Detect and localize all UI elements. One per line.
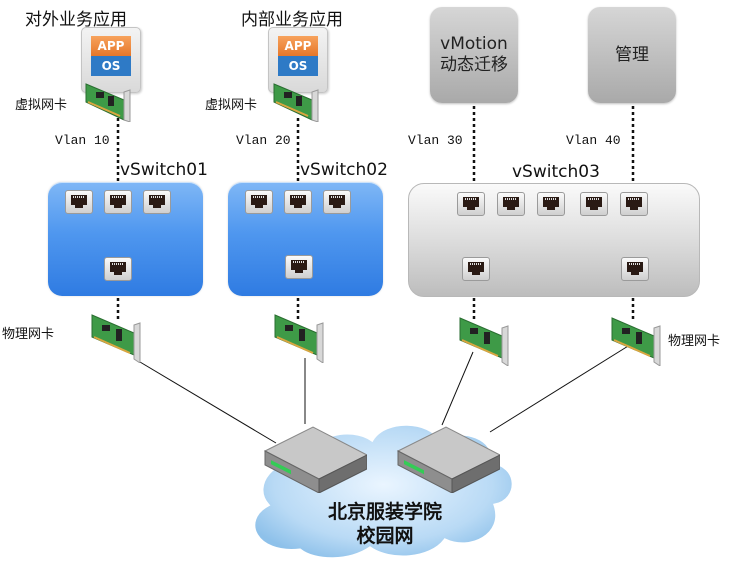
uplink-1 (139, 361, 277, 444)
vmotion-sublabel: 动态迁移 (440, 55, 508, 75)
os-layer: OS (91, 56, 131, 76)
physical-nic-icon (610, 316, 662, 367)
uplink-3 (441, 351, 474, 426)
app-layer: APP (278, 36, 318, 56)
port-icon (323, 190, 351, 214)
uplink-port-icon (285, 255, 313, 279)
vmotion-service-box[interactable]: vMotion 动态迁移 (430, 7, 518, 103)
port-icon (537, 192, 565, 216)
vmotion-label: vMotion (440, 34, 508, 54)
campus-network-label: 北京服装学院 校园网 (310, 500, 460, 548)
vswitch03-label: vSwitch03 (512, 162, 600, 182)
physical-switch-icon (263, 423, 369, 494)
app2-vlan-label: Vlan 20 (236, 133, 291, 148)
campus-network-line2: 校园网 (356, 525, 414, 547)
management-service-box[interactable]: 管理 (588, 7, 676, 103)
os-layer: OS (278, 56, 318, 76)
vswitch02-label: vSwitch02 (300, 160, 388, 180)
app-layer: APP (91, 36, 131, 56)
virtual-nic-icon (84, 82, 136, 123)
port-icon (284, 190, 312, 214)
management-label: 管理 (615, 44, 649, 65)
port-icon (245, 190, 273, 214)
physical-switch-icon (396, 423, 502, 494)
port-icon (65, 190, 93, 214)
uplink-4 (489, 342, 634, 433)
port-icon (580, 192, 608, 216)
port-icon (143, 190, 171, 214)
app1-title: 对外业务应用 (25, 10, 127, 30)
vlan30-label: Vlan 30 (408, 133, 463, 148)
port-icon (457, 192, 485, 216)
vswitch02[interactable] (228, 182, 383, 296)
campus-network-line1: 北京服装学院 (327, 501, 442, 523)
vswitch03[interactable] (408, 183, 700, 297)
physical-nic-icon (458, 316, 510, 367)
uplink-port-icon (621, 257, 649, 281)
port-icon (104, 190, 132, 214)
physical-nic-icon (90, 313, 142, 364)
app2-title: 内部业务应用 (241, 10, 343, 30)
vlan40-label: Vlan 40 (566, 133, 621, 148)
pnic-label-left: 物理网卡 (2, 327, 55, 342)
vswitch01-label: vSwitch01 (120, 160, 208, 180)
physical-nic-icon (273, 313, 325, 364)
app1-vlan-label: Vlan 10 (55, 133, 110, 148)
port-icon (497, 192, 525, 216)
app1-vm: APP OS (81, 27, 141, 93)
app1-vnic-label: 虚拟网卡 (15, 98, 68, 113)
vswitch01[interactable] (48, 182, 203, 296)
uplink-port-icon (462, 257, 490, 281)
app2-vm: APP OS (268, 27, 328, 93)
virtual-nic-icon (272, 82, 324, 123)
app2-vnic-label: 虚拟网卡 (205, 98, 258, 113)
pnic-label-right: 物理网卡 (668, 334, 721, 349)
uplink-port-icon (104, 257, 132, 281)
port-icon (620, 192, 648, 216)
